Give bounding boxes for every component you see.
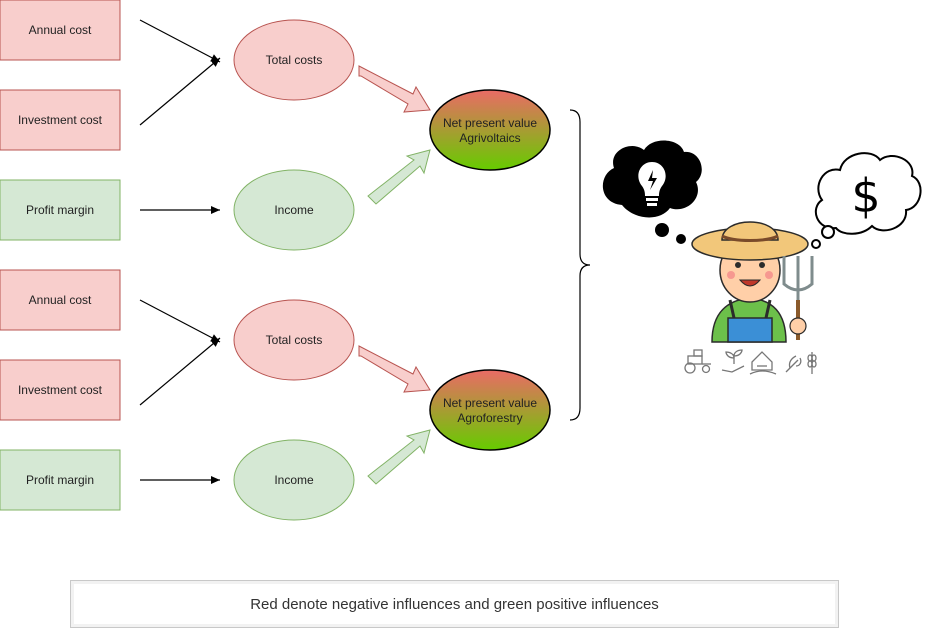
legend-note: Red denote negative influences and green… [70, 580, 839, 628]
negative-influence-arrow-1 [358, 65, 431, 113]
sprout-icon [785, 355, 802, 373]
annual-cost-label-1: Annual cost [29, 23, 92, 37]
income-label-2: Income [274, 473, 314, 487]
group-agrivoltaics: Annual cost Investment cost Profit margi… [0, 0, 551, 251]
barn-field-icon [749, 351, 777, 375]
positive-influence-arrow-2 [367, 429, 431, 485]
seedling-hand-icon [721, 349, 745, 373]
npv-agrivoltaics-node[interactable] [429, 89, 551, 171]
profit-margin-box-2[interactable] [0, 449, 121, 511]
total-costs-node-1[interactable] [233, 19, 355, 101]
npv-agrivoltaics-line2: Agrivoltaics [459, 131, 520, 145]
arrow-investment-to-total-1 [139, 57, 221, 126]
profit-margin-box-1[interactable] [0, 179, 121, 241]
svg-text:$: $ [851, 169, 880, 223]
investment-cost-box-1[interactable] [0, 89, 121, 151]
investment-cost-label-1: Investment cost [18, 113, 103, 127]
tractor-icon [684, 349, 711, 374]
npv-agrivoltaics-line1: Net present value [443, 116, 537, 130]
dollar-thought-icon: $ [811, 152, 922, 249]
legend-text: Red denote negative influences and green… [250, 595, 659, 613]
wheat-icon [807, 352, 817, 374]
farmer-icon [691, 221, 814, 343]
arrow-annual-to-total-1 [139, 19, 221, 63]
income-node-1[interactable] [233, 169, 355, 251]
positive-influence-arrow-1 [367, 149, 431, 205]
total-costs-label-2: Total costs [266, 333, 323, 347]
npv-agroforestry-line2: Agroforestry [457, 411, 522, 425]
profit-margin-label-2: Profit margin [26, 473, 94, 487]
annual-cost-label-2: Annual cost [29, 293, 92, 307]
total-costs-label-1: Total costs [266, 53, 323, 67]
group-agroforestry: Annual cost Investment cost Profit margi… [0, 269, 551, 521]
annual-cost-box-2[interactable] [0, 269, 121, 331]
annual-cost-box-1[interactable] [0, 0, 121, 61]
arrow-annual-to-total-2 [139, 299, 221, 343]
negative-influence-arrow-2 [358, 345, 431, 393]
income-node-2[interactable] [233, 439, 355, 521]
profit-margin-label-1: Profit margin [26, 203, 94, 217]
investment-cost-box-2[interactable] [0, 359, 121, 421]
npv-agroforestry-node[interactable] [429, 369, 551, 451]
income-label-1: Income [274, 203, 314, 217]
npv-agroforestry-line1: Net present value [443, 396, 537, 410]
curly-brace [569, 109, 591, 421]
arrow-investment-to-total-2 [139, 337, 221, 406]
lightbulb-thought-icon [602, 140, 702, 244]
total-costs-node-2[interactable] [233, 299, 355, 381]
investment-cost-label-2: Investment cost [18, 383, 103, 397]
